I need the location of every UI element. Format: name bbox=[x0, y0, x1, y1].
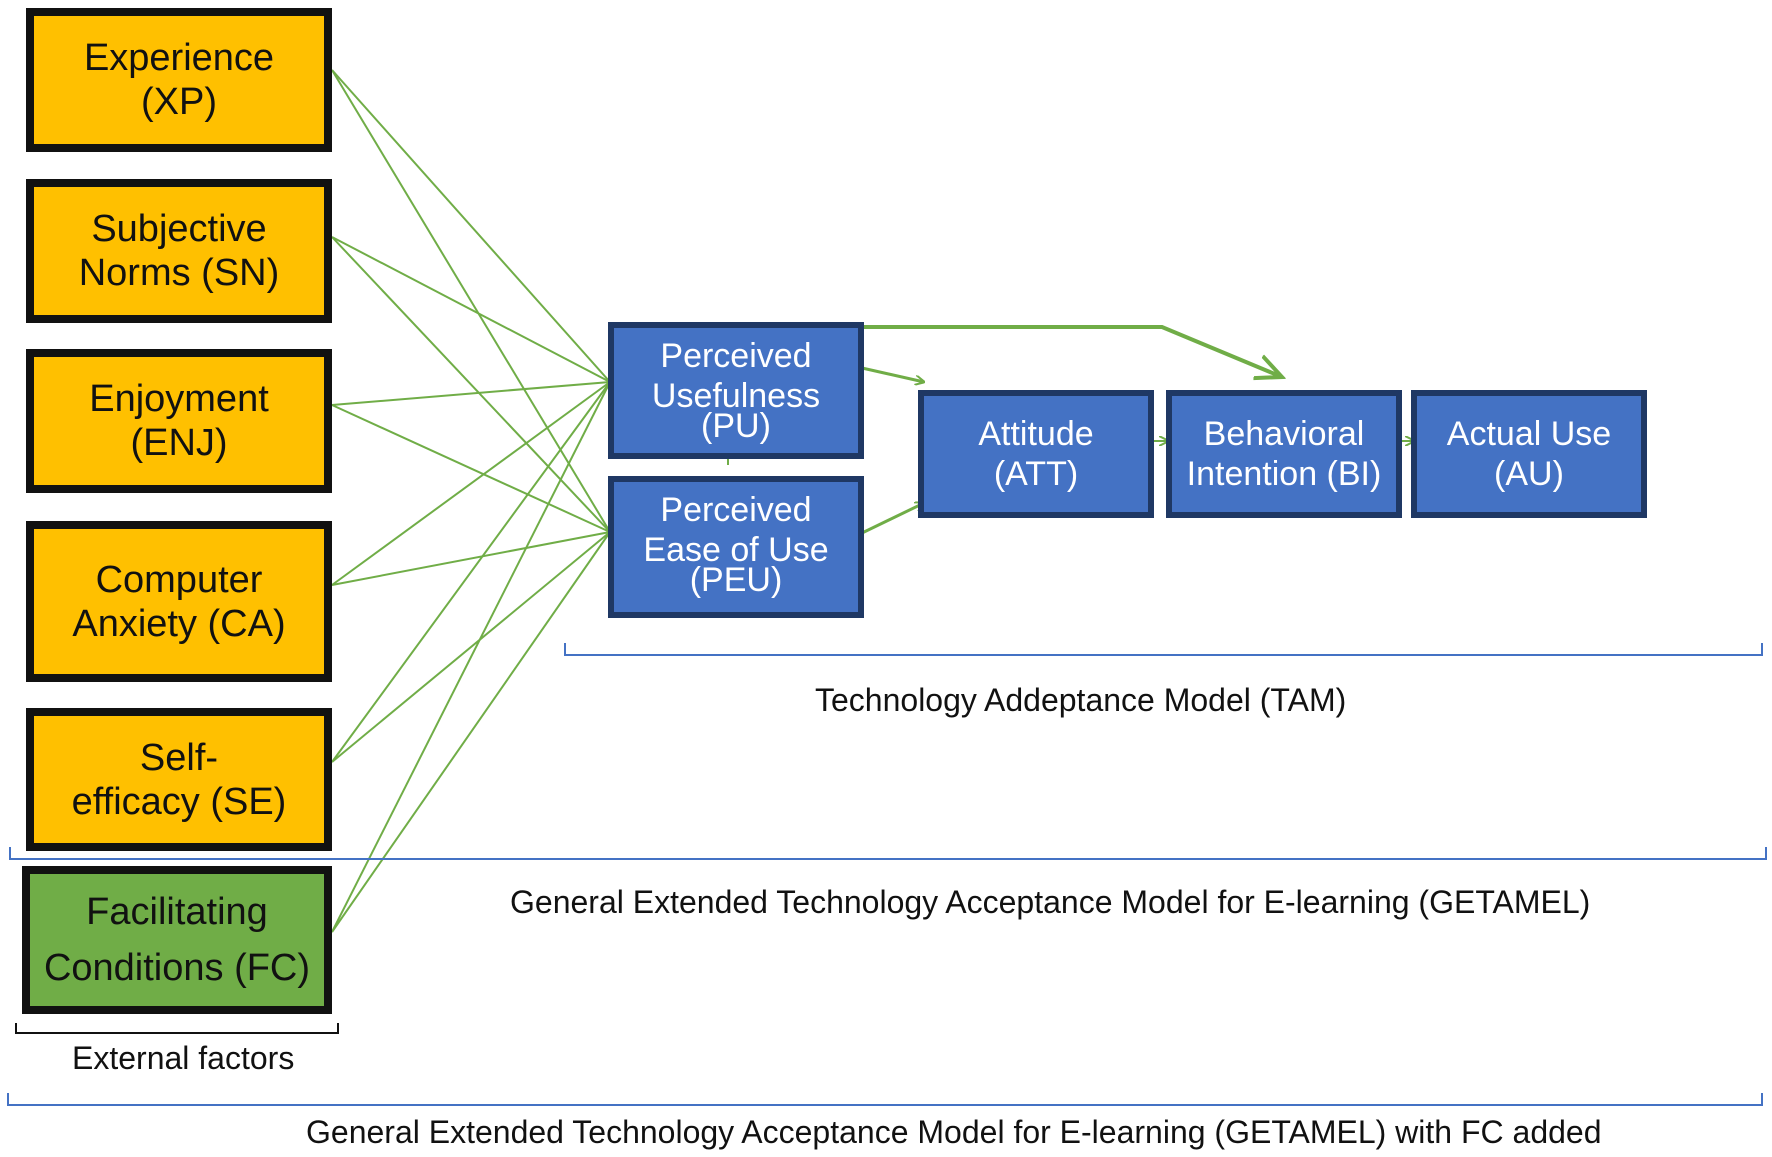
box-label-line: Experience bbox=[83, 37, 275, 79]
box-label-line: Intention (BI) bbox=[1186, 455, 1382, 493]
external-factors-label: External factors bbox=[72, 1040, 295, 1076]
sn-to-pu-line bbox=[331, 236, 611, 383]
fc-to-peu-line bbox=[331, 531, 611, 933]
brackets bbox=[7, 643, 1767, 1106]
box-label-line: (AU) bbox=[1494, 455, 1564, 493]
enjoyment-box: Enjoyment (ENJ) bbox=[26, 349, 332, 493]
getamel-fc-bracket bbox=[7, 1093, 1763, 1106]
box-label-line: (PEU) bbox=[689, 561, 783, 599]
facilitating-conditions-box: Facilitating Conditions (FC) bbox=[22, 866, 332, 1014]
fc-to-pu-line bbox=[331, 381, 611, 933]
box-label-line: (PU) bbox=[701, 407, 771, 445]
external-bracket bbox=[15, 1023, 339, 1034]
box-label-line: Conditions (FC) bbox=[43, 947, 311, 989]
perceived-ease-of-use-box: Perceived Ease of Use (PEU) bbox=[608, 476, 864, 618]
attitude-box: Attitude (ATT) bbox=[918, 390, 1154, 518]
box-label-line: Usefulness bbox=[651, 377, 821, 415]
getamel-bracket bbox=[9, 847, 1767, 860]
se-to-pu-line bbox=[331, 381, 611, 763]
actual-use-box: Actual Use (AU) bbox=[1411, 390, 1647, 518]
xp-to-pu-line bbox=[331, 69, 611, 383]
box-label-line: Attitude bbox=[978, 415, 1094, 453]
box-label-line: Subjective bbox=[91, 208, 267, 250]
box-label-line: (ATT) bbox=[993, 455, 1079, 493]
box-label-line: Perceived bbox=[660, 337, 812, 375]
box-label-line: (ENJ) bbox=[130, 422, 228, 464]
xp-to-peu-line bbox=[331, 69, 611, 533]
tam-arrows bbox=[728, 325, 1414, 535]
experience-box: Experience (XP) bbox=[26, 8, 332, 152]
subjective-norms-box: Subjective Norms (SN) bbox=[26, 179, 332, 323]
box-label-line: Self- bbox=[139, 736, 219, 779]
pu-to-bi-arrow bbox=[862, 325, 1282, 377]
behavioral-intention-box: Behavioral Intention (BI) bbox=[1166, 390, 1402, 518]
ca-to-peu-line bbox=[331, 531, 611, 586]
tam-bracket bbox=[564, 643, 1763, 656]
peu-to-att-arrow bbox=[861, 503, 924, 535]
se-to-peu-line bbox=[331, 531, 611, 763]
enj-to-pu-line bbox=[331, 381, 611, 406]
box-label-line: Ease of Use bbox=[643, 531, 829, 569]
self-efficacy-box: Self- efficacy (SE) bbox=[26, 708, 332, 851]
perceived-usefulness-box: Perceived Usefulness (PU) bbox=[608, 322, 864, 459]
box-label-line: Facilitating bbox=[86, 891, 268, 933]
box-label-line: Enjoyment bbox=[89, 378, 269, 420]
box-label-line: Actual Use bbox=[1446, 415, 1612, 453]
getamel-fc-label: General Extended Technology Acceptance M… bbox=[306, 1114, 1602, 1150]
box-label-line: Perceived bbox=[660, 491, 812, 529]
sn-to-peu-line bbox=[331, 236, 611, 533]
ca-to-pu-line bbox=[331, 381, 611, 586]
box-label-line: efficacy (SE) bbox=[71, 780, 287, 823]
box-label-line: (XP) bbox=[141, 81, 217, 123]
computer-anxiety-box: Computer Anxiety (CA) bbox=[26, 521, 332, 682]
box-label-line: Behavioral bbox=[1203, 415, 1365, 453]
enj-to-peu-line bbox=[331, 404, 611, 533]
box-label-line: Norms (SN) bbox=[78, 252, 280, 294]
factor-connections bbox=[331, 69, 611, 933]
pu-to-att-arrow bbox=[861, 366, 924, 382]
tam-label: Technology Addeptance Model (TAM) bbox=[815, 682, 1347, 718]
box-label-line: Anxiety (CA) bbox=[72, 602, 286, 645]
getamel-label: General Extended Technology Acceptance M… bbox=[510, 884, 1591, 920]
box-label-line: Computer bbox=[95, 558, 263, 601]
